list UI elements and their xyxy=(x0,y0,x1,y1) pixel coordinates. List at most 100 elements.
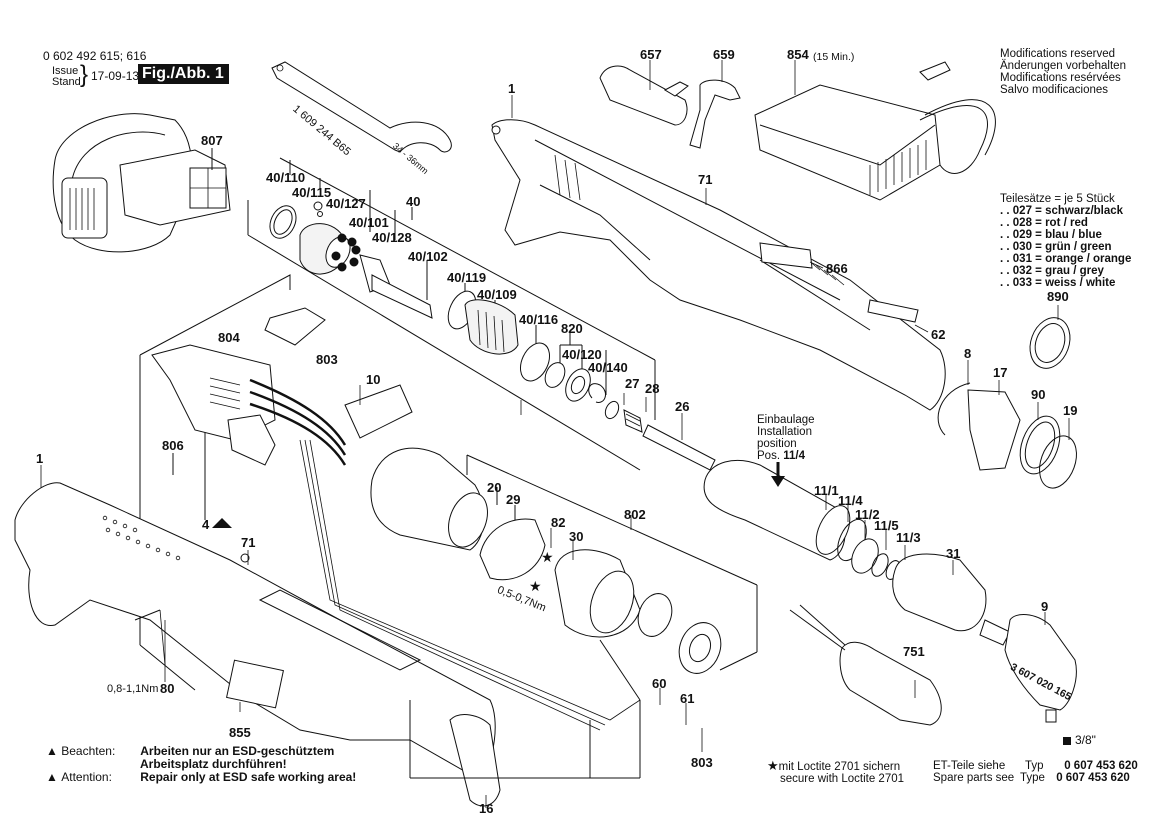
loctite-note: ★mit Loctite 2701 sichern secure with Lo… xyxy=(767,758,905,785)
part-label-11-3: 11/3 xyxy=(896,530,921,545)
issue-label-en: Issue xyxy=(52,65,79,77)
part-label-854: 854 xyxy=(787,47,809,62)
housing-half-bottom xyxy=(14,482,501,807)
part-label-40-140: 40/140 xyxy=(588,360,628,375)
nose-parts-right xyxy=(937,317,1077,489)
installation-note-line: position xyxy=(757,438,797,450)
installation-pos-label: Pos. xyxy=(757,450,781,462)
part-label-659: 659 xyxy=(713,47,735,62)
part-label-866: 866 xyxy=(826,261,848,276)
part-label-4: 4 xyxy=(202,517,210,532)
part-label-40-116: 40/116 xyxy=(519,312,559,327)
part-label-803-bottom: 803 xyxy=(691,755,713,770)
part-set-item: . . 032 = grau / grey xyxy=(1000,265,1104,277)
loctite-star-icon: ★ xyxy=(767,758,779,773)
spare-parts-type-de: Typ xyxy=(1025,760,1044,772)
esd-warning-triangle-icon xyxy=(212,518,232,528)
loctite-line-en: secure with Loctite 2701 xyxy=(780,773,905,785)
figure-label: Fig./Abb. 1 xyxy=(138,64,229,84)
part-sets-title: Teilesätze = je 5 Stück xyxy=(1000,193,1115,205)
installation-pos-value: 11/4 xyxy=(783,450,805,462)
part-label-804: 804 xyxy=(218,330,240,345)
loctite-line-de: mit Loctite 2701 sichern xyxy=(778,761,901,773)
part-label-16: 16 xyxy=(479,801,494,816)
part-label-90: 90 xyxy=(1031,387,1046,402)
part-label-751: 751 xyxy=(903,644,925,659)
part-label-11-1: 11/1 xyxy=(814,483,839,498)
installation-note-line: Einbaulage xyxy=(757,414,815,426)
part-label-26: 26 xyxy=(675,399,690,414)
part-label-820: 820 xyxy=(561,321,583,336)
part-set-item: . . 028 = rot / red xyxy=(1000,217,1088,229)
issue-label: Issue Stand xyxy=(52,66,81,88)
part-label-19: 19 xyxy=(1063,403,1078,418)
modifications-line: Salvo modificaciones xyxy=(1000,84,1109,96)
part-label-61: 61 xyxy=(680,691,695,706)
part-label-1-left: 1 xyxy=(36,451,44,466)
part-label-40-115: 40/115 xyxy=(292,185,332,200)
esd-text-de-1: Arbeiten nur an ESD-geschütztem xyxy=(140,744,335,758)
part-set-item: . . 030 = grün / green xyxy=(1000,241,1112,253)
part-label-10: 10 xyxy=(366,372,381,387)
part-label-40-127: 40/127 xyxy=(326,196,366,211)
part-label-11-5: 11/5 xyxy=(874,518,899,533)
warning-triangle-icon: ▲ xyxy=(46,770,58,784)
esd-warning: ▲ Beachten: Arbeiten nur an ESD-geschützt… xyxy=(46,745,356,784)
spare-parts-label-de: ET-Teile siehe xyxy=(933,760,1006,772)
model-part-numbers: 0 602 492 615; 616 xyxy=(43,49,147,63)
part-label-71-left: 71 xyxy=(241,535,256,550)
issue-date: 17-09-13 xyxy=(91,69,140,83)
part-label-803-top: 803 xyxy=(316,352,338,367)
modifications-line: Modifications reserved xyxy=(1000,48,1116,60)
esd-label-de: Beachten: xyxy=(61,744,116,758)
part-label-40-110: 40/110 xyxy=(266,170,306,185)
installation-note-line: Installation xyxy=(757,426,812,438)
torque-spec-80: 0,8-1,1Nm xyxy=(107,683,159,695)
label-leader-lines xyxy=(40,60,1070,808)
esd-text-de-2: Arbeitsplatz durchführen! xyxy=(140,757,287,771)
part-sets-legend: Teilesätze = je 5 Stück . . 027 = schwar… xyxy=(1000,193,1131,289)
part-label-9: 9 xyxy=(1041,599,1049,614)
part-label-40-128: 40/128 xyxy=(372,230,412,245)
square-drive-icon xyxy=(1063,737,1071,745)
esd-label-en: Attention: xyxy=(61,770,112,784)
loctite-star-icons: ★ ★ xyxy=(529,550,554,595)
gear-head-group xyxy=(703,459,1077,726)
part-label-20: 20 xyxy=(487,480,502,495)
part-label-806: 806 xyxy=(162,438,184,453)
svg-text:★: ★ xyxy=(541,550,554,566)
square-drive-size: 3/8" xyxy=(1075,733,1096,747)
part-label-60: 60 xyxy=(652,676,667,691)
motor-group xyxy=(370,447,758,674)
warning-triangle-icon: ▲ xyxy=(46,744,58,758)
part-label-657: 657 xyxy=(640,47,662,62)
part-label-11-4: 11/4 xyxy=(838,493,863,508)
charger-time: (15 Min.) xyxy=(813,51,855,63)
battery-pack-807 xyxy=(52,113,231,253)
part-label-29: 29 xyxy=(506,492,521,507)
part-label-31: 31 xyxy=(946,546,961,561)
part-label-802: 802 xyxy=(624,507,646,522)
part-label-71-top: 71 xyxy=(698,172,713,187)
part-label-40-102: 40/102 xyxy=(408,249,448,264)
part-label-17: 17 xyxy=(993,365,1008,380)
part-label-855: 855 xyxy=(229,725,251,740)
modifications-line: Modifications resérvées xyxy=(1000,72,1121,84)
spare-parts-number-en: 0 607 453 620 xyxy=(1056,772,1130,784)
hook-spanner xyxy=(271,61,452,153)
modifications-notice: Modifications reserved Änderungen vorbeh… xyxy=(1000,48,1126,96)
modifications-line: Änderungen vorbehalten xyxy=(1000,60,1126,72)
part-label-82: 82 xyxy=(551,515,566,530)
accessories-top xyxy=(599,61,996,201)
part-label-807: 807 xyxy=(201,133,223,148)
housing-half-top xyxy=(491,119,946,411)
svg-text:★: ★ xyxy=(529,579,542,595)
part-label-8: 8 xyxy=(964,346,972,361)
esd-text-en: Repair only at ESD safe working area! xyxy=(140,770,357,784)
issue-brace: } xyxy=(80,61,89,88)
installation-note: Einbaulage Installation position Pos. 11… xyxy=(757,414,815,462)
planetary-gear-parts xyxy=(269,201,716,471)
part-set-item: . . 029 = blau / blue xyxy=(1000,229,1102,241)
part-label-28: 28 xyxy=(645,381,660,396)
